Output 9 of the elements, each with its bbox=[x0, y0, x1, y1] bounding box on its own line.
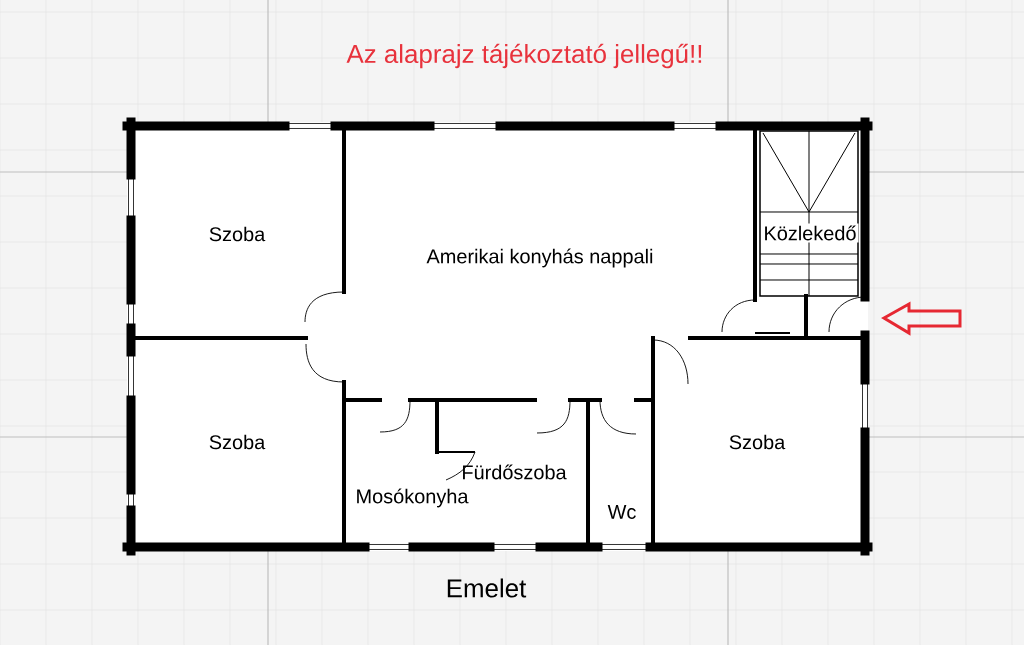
room-label: Szoba bbox=[209, 434, 266, 450]
room-label: Amerikai konyhás nappali bbox=[426, 248, 653, 268]
room-label: Szoba bbox=[209, 226, 266, 242]
title: Az alaprajz tájékoztató jellegű!! bbox=[346, 43, 702, 69]
room-label: Szoba bbox=[729, 434, 786, 450]
room-label: Fürdőszoba bbox=[463, 464, 567, 480]
room-label: Wc bbox=[607, 505, 636, 519]
caption: Emelet bbox=[447, 578, 527, 598]
room-label: Mosókonyha bbox=[357, 488, 469, 508]
